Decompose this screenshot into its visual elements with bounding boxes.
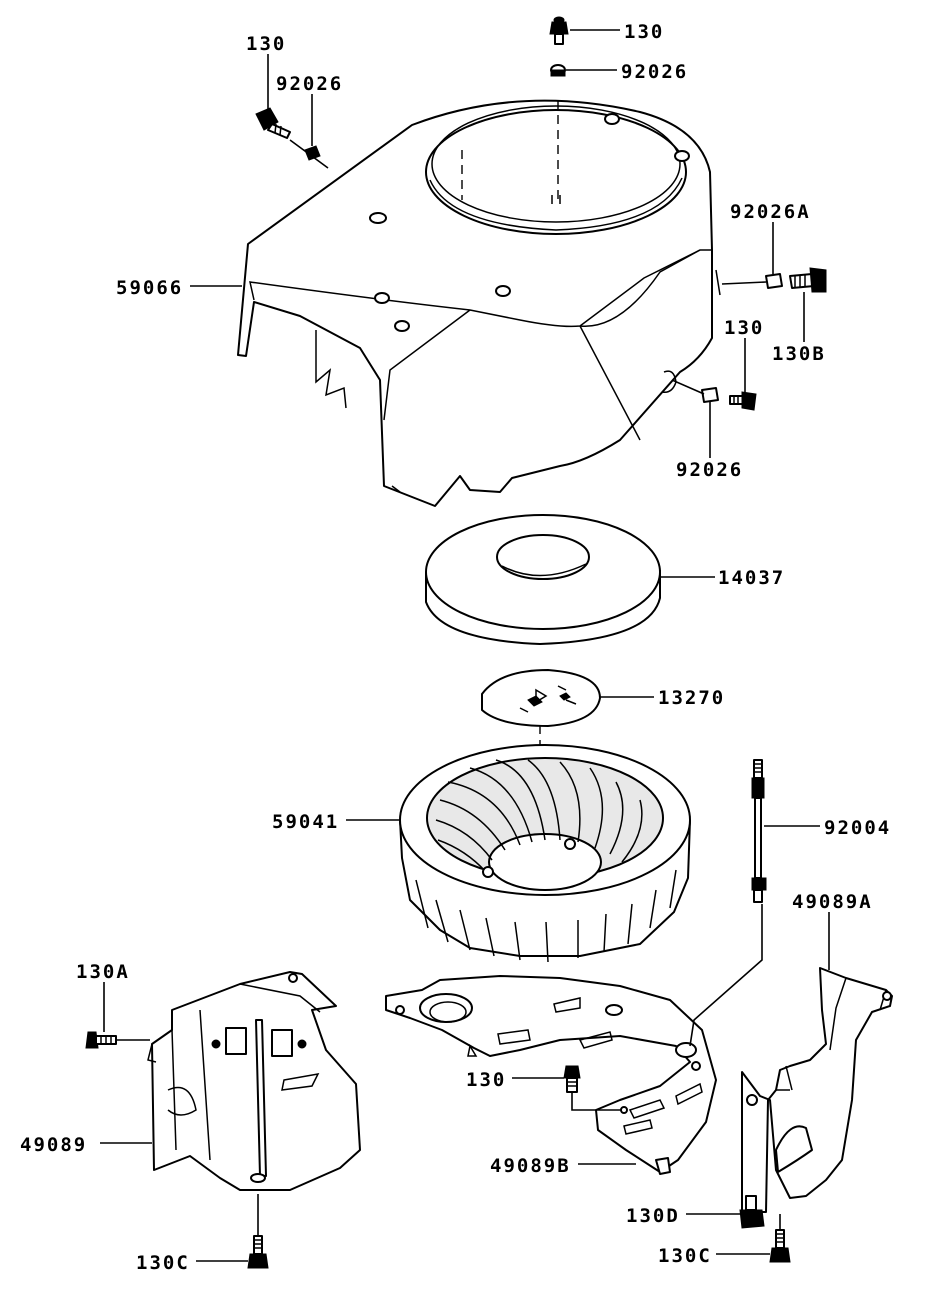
bolt-130-top	[549, 16, 569, 45]
callout-130C-left: 130C	[136, 1252, 190, 1274]
callout-92026-left: 92026	[276, 73, 343, 95]
leader-lines	[100, 29, 830, 1262]
callout-13270: 13270	[658, 687, 725, 709]
cover-49089	[147, 971, 361, 1191]
bolt-130-right	[729, 391, 757, 411]
callout-130-right: 130	[724, 317, 764, 339]
callout-92004: 92004	[824, 817, 891, 839]
collar-92026-right	[701, 387, 719, 403]
callout-14037: 14037	[718, 567, 785, 589]
callout-130-mid: 130	[466, 1069, 506, 1091]
callout-59066: 59066	[116, 277, 183, 299]
collar-92026A	[765, 273, 783, 289]
bolt-130C-left	[247, 1235, 269, 1269]
bolt-130-left	[255, 107, 291, 139]
bolt-130D	[739, 1195, 765, 1229]
callout-130D: 130D	[626, 1205, 680, 1227]
callout-49089A: 49089A	[792, 891, 873, 913]
collar-92026-top	[550, 64, 566, 77]
stud-92004	[751, 759, 767, 903]
fan-59041	[399, 744, 691, 963]
callout-labels: 130 92026 130 92026 59066 92026A 130 130…	[20, 21, 891, 1274]
callout-49089B: 49089B	[490, 1155, 571, 1177]
callout-92026A: 92026A	[730, 201, 811, 223]
collar-92026-left	[304, 145, 321, 161]
bolt-130-mid	[563, 1065, 581, 1093]
callout-59041: 59041	[272, 811, 339, 833]
callout-92026-right: 92026	[676, 459, 743, 481]
callout-49089: 49089	[20, 1134, 87, 1156]
fan-housing-59066	[237, 99, 721, 507]
plate-49089B	[385, 975, 717, 1175]
callout-130-top: 130	[624, 21, 664, 43]
cover-49089A	[741, 967, 893, 1213]
bolt-130B	[789, 267, 827, 293]
callout-92026-top: 92026	[621, 61, 688, 83]
callout-130-left: 130	[246, 33, 286, 55]
plate-13270	[481, 669, 601, 727]
bolt-130A	[85, 1031, 117, 1049]
callout-130B: 130B	[772, 343, 826, 365]
callout-130A: 130A	[76, 961, 130, 983]
screen-14037	[425, 514, 661, 645]
callout-130C-right: 130C	[658, 1245, 712, 1267]
bolt-130C-right	[769, 1229, 791, 1263]
